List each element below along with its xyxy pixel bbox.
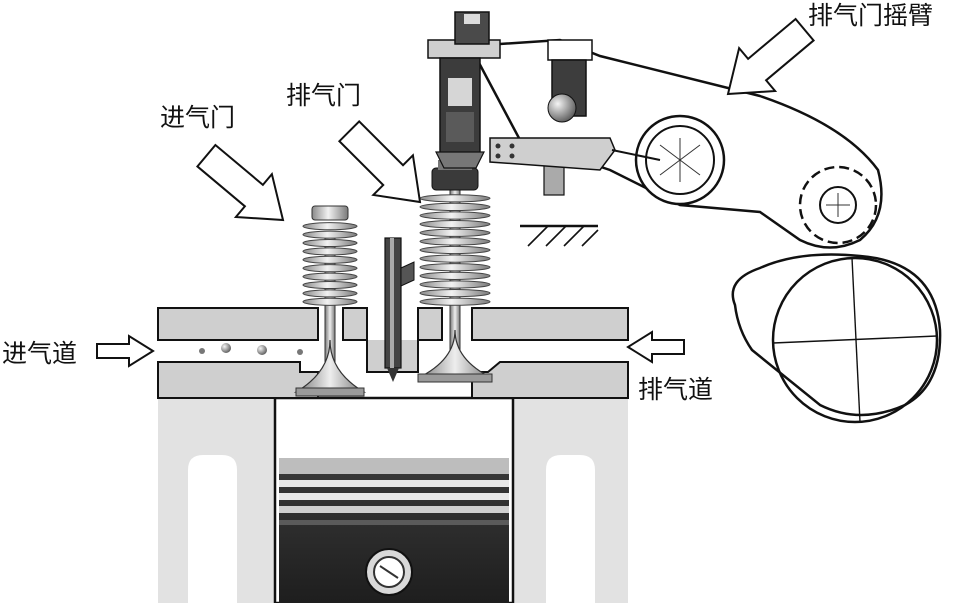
spring-coil — [302, 264, 358, 273]
spring-coil — [419, 280, 491, 289]
fuel-injector — [384, 237, 415, 382]
exhaust-valve — [417, 160, 493, 383]
exhaust-rocker-arm-label: 排气门摇臂 — [808, 1, 933, 30]
ground-symbol — [520, 224, 599, 247]
intake-valve — [293, 205, 367, 397]
intake-port-label: 进气道 — [2, 339, 77, 368]
exhaust-valve-spring — [419, 194, 491, 306]
exhaust-valve-label: 排气门 — [286, 81, 361, 110]
spring-coil — [302, 222, 358, 231]
exhaust-port-arrow-icon — [626, 330, 685, 364]
spring-coil — [419, 220, 491, 229]
spring-coil — [302, 230, 358, 239]
spring-coil — [302, 280, 358, 290]
spring-coil — [419, 237, 491, 246]
spring-coil — [419, 254, 491, 263]
spring-coil — [419, 245, 491, 255]
intake-valve-label: 进气门 — [160, 103, 235, 132]
spring-coil — [302, 247, 358, 256]
spring-coil — [419, 297, 491, 306]
camshaft-lobe — [731, 253, 942, 424]
piston — [279, 458, 509, 603]
exhaust-port-label: 排气道 — [638, 375, 713, 404]
spring-coil — [419, 228, 491, 237]
spring-coil — [419, 202, 491, 212]
spring-coil — [302, 255, 358, 264]
spring-coil — [302, 297, 358, 306]
intake-port-arrow-icon — [96, 334, 155, 368]
spring-coil — [302, 272, 358, 281]
exhaust-rocker-arm — [427, 11, 883, 249]
spring-coil — [302, 238, 358, 248]
spring-coil — [302, 289, 358, 298]
spring-coil — [419, 194, 491, 203]
spring-coil — [419, 288, 491, 298]
spring-coil — [419, 271, 491, 280]
exhaust-valve-arrow-icon — [337, 119, 422, 204]
intake-valve-spring — [302, 222, 358, 306]
spring-coil — [419, 263, 491, 272]
rocker-arm-arrow-icon — [726, 17, 816, 96]
spring-coil — [419, 211, 491, 220]
intake-valve-arrow-icon — [195, 143, 285, 222]
